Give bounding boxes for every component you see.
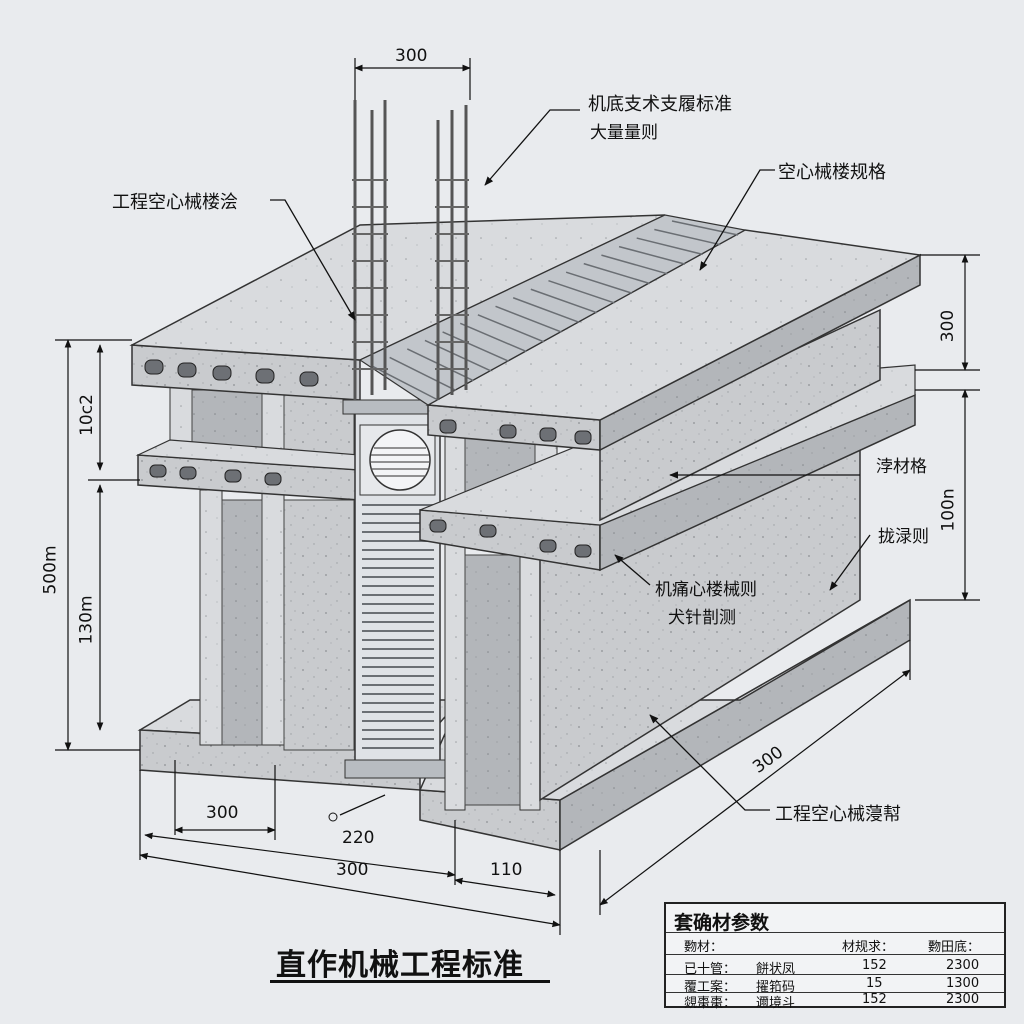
grating-bar	[477, 314, 545, 343]
table-cell: 邇境斗	[756, 996, 796, 1011]
steel-grating	[358, 214, 747, 406]
callout-hollow-spec: 空心械楼规格	[778, 162, 886, 183]
grating-bar	[495, 305, 562, 333]
drawing-title: 直作机械工程标准	[276, 948, 524, 983]
dim-left-lower-height: 130m	[76, 595, 97, 645]
title-underline	[270, 980, 550, 983]
dim-right-top-height: 300	[938, 309, 959, 343]
callout-material-spec: 浡材格	[876, 457, 927, 477]
grating-bar	[618, 245, 686, 265]
spec-table: 套确材参数 覅材： 材规求： 覅田底： 已十管： 餅状凤 152 2300 覆工…	[664, 902, 1006, 1011]
dim-left-total-height: 500m	[40, 545, 61, 595]
dim-bottom-mid: 220	[342, 828, 375, 848]
callout-support-standard: 机底支术支履标准	[588, 94, 732, 115]
dim-top-width: 300	[395, 46, 428, 66]
vent-channel	[342, 399, 446, 779]
table-cell: 1300	[946, 976, 980, 991]
callout-material-rule: 拢渌则	[878, 527, 929, 547]
grating-bar	[583, 262, 650, 285]
table-divider	[666, 974, 1004, 975]
grating-bar	[371, 365, 439, 401]
grating-bar	[442, 331, 509, 362]
table-cell: 餅状凤	[756, 962, 796, 977]
table-header: 覅材：	[684, 940, 724, 955]
table-cell: 2300	[946, 958, 980, 973]
grating-bar	[636, 237, 703, 256]
grating-bar	[548, 279, 615, 304]
table-divider	[666, 954, 1004, 955]
dim-right-main-height: 100n	[938, 488, 959, 532]
table-cell: 覆工案：	[684, 980, 737, 995]
table-header: 材规求：	[842, 940, 895, 955]
table-cell: 擢筘码	[756, 980, 796, 995]
grating-bar	[406, 348, 474, 382]
table-cell: 152	[862, 992, 887, 1007]
callout-core-rule: 机痛心楼械则	[655, 580, 757, 600]
table-cell: 覢棗棗：	[684, 996, 737, 1011]
spec-table-title: 套确材参数	[674, 912, 770, 934]
dim-bottom-right-small: 110	[490, 860, 523, 880]
dim-bottom-total: 300	[336, 860, 369, 880]
section-marker	[328, 812, 338, 822]
dimension-lines	[55, 58, 980, 935]
grating-bar	[565, 271, 633, 294]
leader-lines	[270, 109, 871, 816]
callout-support-standard-sub: 大量量则	[590, 123, 658, 143]
grating-bar	[671, 220, 739, 236]
callout-core-rule-sub: 犬针剒测	[668, 608, 736, 628]
grating-bar	[654, 228, 721, 246]
grating-bar	[389, 356, 456, 391]
grating-bar	[512, 297, 580, 324]
table-header: 覅田底：	[928, 940, 981, 955]
left-beam-block	[129, 214, 666, 751]
right-beam-block	[419, 229, 923, 811]
dim-bottom-left-width: 300	[206, 803, 239, 823]
table-cell: 2300	[946, 992, 980, 1007]
table-cell: 15	[866, 976, 883, 991]
callout-hollow-params: 工程空心械蓡幇	[775, 804, 901, 825]
dim-left-upper-height: 10c2	[76, 394, 97, 436]
table-cell: 已十管：	[684, 962, 737, 977]
table-divider	[666, 932, 1004, 933]
callout-hollow-floor: 工程空心械楼浍	[112, 192, 238, 213]
rebar-cage	[352, 100, 469, 400]
table-cell: 152	[862, 958, 887, 973]
grating-bar	[459, 322, 527, 353]
table-divider	[666, 992, 1004, 993]
grating-bar	[530, 288, 598, 314]
grating-bar	[601, 254, 668, 275]
grating-bar	[424, 339, 492, 372]
